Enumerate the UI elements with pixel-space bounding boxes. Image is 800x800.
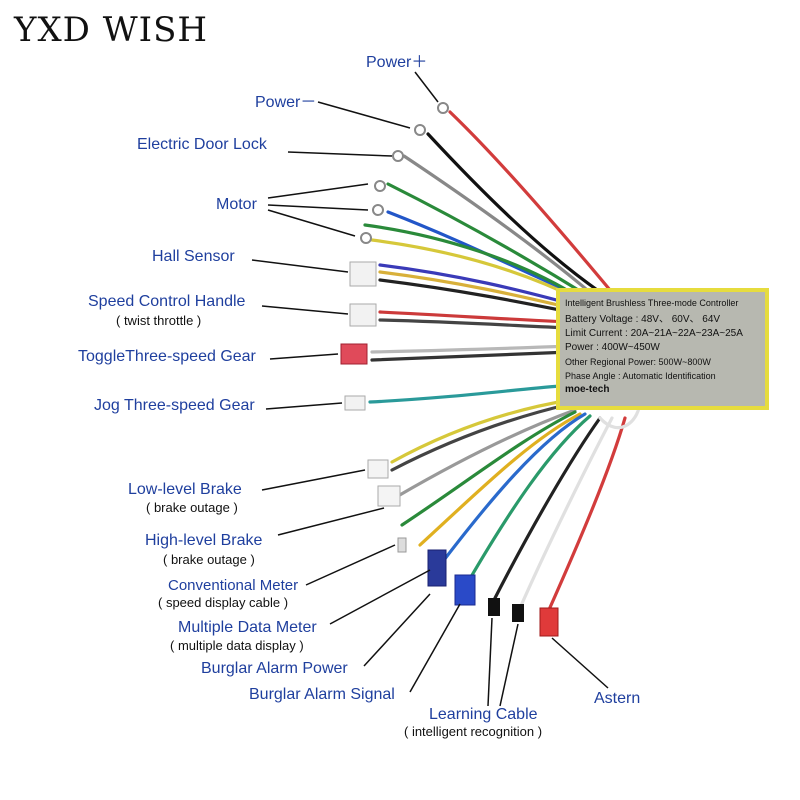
label-multi-meter-sub: ( multiple data display )	[170, 638, 304, 653]
label-power-minus: Power－	[255, 94, 317, 111]
terminal-motor-2	[372, 204, 384, 216]
controller-title: Intelligent Brushless Three-mode Control…	[565, 298, 739, 308]
multi-meter-connector-2	[454, 574, 476, 606]
controller-current: Limit Current : 20A~21A~22A~23A~25A	[565, 328, 743, 339]
label-alarm-signal: Burglar Alarm Signal	[249, 686, 395, 703]
controller-regional: Other Regional Power: 500W~800W	[565, 357, 711, 367]
controller-label-panel: Intelligent Brushless Three-mode Control…	[556, 288, 769, 410]
label-speed-handle-sub: ( twist throttle )	[116, 313, 202, 328]
label-alarm-power: Burglar Alarm Power	[201, 660, 348, 677]
controller-power: Power : 400W~450W	[565, 342, 660, 353]
controller-phase: Phase Angle : Automatic Identification	[565, 371, 716, 381]
terminal-power-plus	[437, 102, 449, 114]
hall-connector	[349, 261, 377, 287]
label-learning-cable-sub: ( intelligent recognition )	[404, 724, 543, 739]
leader-lines	[251, 71, 609, 707]
astern-connector	[539, 607, 559, 637]
label-low-brake: Low-level Brake	[128, 481, 242, 498]
label-motor: Motor	[216, 196, 257, 213]
learning-connector-1	[488, 598, 500, 616]
ring-terminals	[360, 102, 449, 244]
label-low-brake-sub: ( brake outage )	[146, 500, 238, 515]
label-multi-meter: Multiple Data Meter	[178, 619, 317, 636]
terminal-motor-1	[374, 180, 386, 192]
brand-watermark: YXD WISH	[14, 10, 209, 50]
label-speed-handle: Speed Control Handle	[88, 293, 246, 310]
terminal-door-lock	[392, 150, 404, 162]
controller-maker: moe-tech	[565, 384, 610, 395]
toggle-gear-connector	[340, 343, 368, 365]
throttle-connector	[349, 303, 377, 327]
wire-power-plus	[448, 110, 612, 292]
terminal-motor-3	[360, 232, 372, 244]
label-high-brake: High-level Brake	[145, 532, 263, 549]
label-door-lock: Electric Door Lock	[137, 136, 267, 153]
wire-motor-green	[363, 223, 582, 300]
connectors	[340, 261, 559, 637]
learning-connector-2	[512, 604, 524, 622]
terminal-power-minus	[414, 124, 426, 136]
label-astern: Astern	[594, 690, 641, 707]
label-learning-cable: Learning Cable	[429, 706, 538, 723]
label-power-plus: Power＋	[366, 54, 428, 71]
label-conv-meter-sub: ( speed display cable )	[158, 595, 289, 610]
wire-harness	[363, 110, 642, 614]
label-hall-sensor: Hall Sensor	[152, 248, 235, 265]
low-brake-connector	[367, 459, 389, 479]
label-toggle-gear: ToggleThree-speed Gear	[78, 348, 256, 365]
multi-meter-connector-1	[427, 549, 447, 587]
label-jog-gear: Jog Three-speed Gear	[94, 397, 255, 414]
conv-meter-connector	[397, 537, 407, 553]
jog-gear-connector	[344, 395, 366, 411]
high-brake-connector	[377, 485, 401, 507]
label-conv-meter: Conventional Meter	[168, 577, 299, 594]
controller-voltage: Battery Voltage : 48V、 60V、 64V	[565, 314, 721, 325]
label-high-brake-sub: ( brake outage )	[163, 552, 255, 567]
